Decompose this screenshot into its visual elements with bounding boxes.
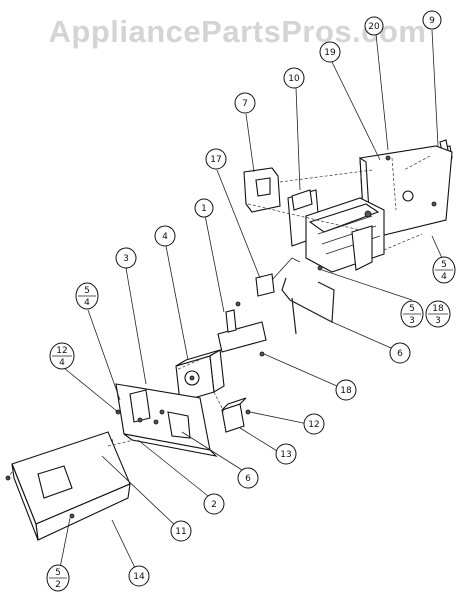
callout-1-label: 1: [201, 204, 207, 214]
fraction-18-3-bottom: 3: [435, 316, 441, 326]
callout-19: 19: [319, 41, 341, 63]
callout-19-label: 19: [324, 48, 336, 58]
callout-14-label: 14: [133, 572, 145, 582]
callout-20: 20: [364, 16, 384, 36]
fraction-callout-12-4: 12 4: [49, 342, 75, 370]
callout-6b-label: 6: [245, 474, 251, 484]
assembly-lines: [7, 155, 431, 479]
part-6-shutoff-arm: [281, 277, 335, 335]
callout-17-label: 17: [210, 155, 221, 165]
part-1-control-bracket: [217, 309, 267, 353]
part-17-feeler-arm: [255, 257, 301, 297]
fraction-5-2-bottom: 2: [55, 580, 61, 590]
callout-12: 12: [303, 413, 325, 435]
fraction-5-3-bottom: 3: [409, 316, 415, 326]
callout-12-label: 12: [308, 420, 319, 430]
fraction-callout-5-4-a: 5 4: [432, 256, 456, 284]
callout-13-label: 13: [280, 450, 291, 460]
callout-10: 10: [283, 67, 305, 89]
fraction-callout-5-3: 5 3: [400, 300, 424, 328]
callout-13: 13: [275, 443, 297, 465]
callout-14: 14: [128, 565, 150, 587]
fraction-callout-5-4-b: 5 4: [75, 282, 99, 310]
callout-11: 11: [170, 520, 192, 542]
fraction-callout-18-3: 18 3: [425, 300, 451, 328]
fraction-5-2-top: 5: [55, 568, 61, 578]
part-7-plate: [243, 167, 281, 213]
fraction-5-4-a-bottom: 4: [441, 272, 447, 282]
callout-11-label: 11: [175, 527, 186, 537]
callout-6a-label: 6: [397, 349, 403, 359]
callout-7: 7: [234, 92, 256, 114]
fraction-callout-5-2: 5 2: [46, 564, 70, 592]
part-14-front-cover: [11, 431, 131, 541]
callout-20-label: 20: [368, 22, 380, 32]
fraction-5-3-top: 5: [409, 304, 415, 314]
callout-18-label: 18: [340, 386, 352, 396]
callout-17: 17: [205, 148, 227, 170]
fraction-5-4-a-top: 5: [441, 260, 447, 270]
callout-6b: 6: [237, 467, 259, 489]
part-3-support-plate: [115, 383, 218, 457]
callout-4: 4: [154, 225, 176, 247]
fraction-5-4-b-top: 5: [84, 286, 90, 296]
callout-2-label: 2: [211, 500, 217, 510]
callout-3-label: 3: [123, 254, 129, 264]
fraction-12-4-bottom: 4: [59, 358, 65, 368]
ice-mold-assembly: [305, 197, 385, 273]
fraction-18-3-top: 18: [432, 304, 444, 314]
watermark: AppliancePartsPros.com: [48, 14, 427, 49]
callout-10-label: 10: [288, 74, 300, 84]
callout-9: 9: [422, 10, 442, 30]
fraction-5-4-b-bottom: 4: [84, 298, 90, 308]
callout-2: 2: [203, 493, 225, 515]
part-4-motor: [175, 349, 225, 403]
leader-lines: [59, 29, 443, 571]
callout-9-label: 9: [429, 16, 435, 26]
callout-18: 18: [335, 379, 357, 401]
callout-3: 3: [115, 247, 137, 269]
fraction-12-4-top: 12: [56, 346, 67, 356]
callout-6a: 6: [389, 342, 411, 364]
part-13-switch: [221, 397, 251, 433]
callout-7-label: 7: [242, 99, 248, 109]
callout-1: 1: [194, 198, 214, 218]
callout-4-label: 4: [162, 232, 168, 242]
